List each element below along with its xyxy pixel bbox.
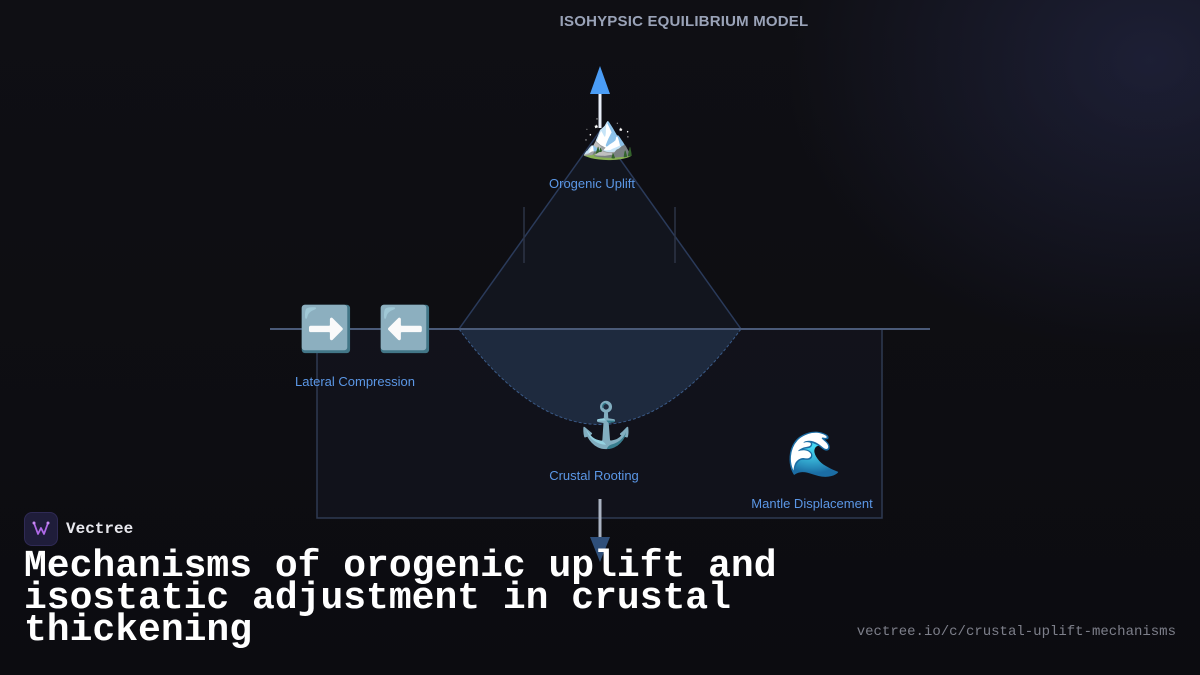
brand[interactable]: Vectree [24, 512, 133, 546]
compression-label: Lateral Compression [295, 374, 415, 389]
uplift-arrow-head [590, 66, 610, 94]
wave-icon: 🌊 [786, 430, 842, 479]
page-title: Mechanisms of orogenic uplift and isosta… [24, 545, 777, 652]
mantle-label: Mantle Displacement [751, 496, 873, 511]
page-url[interactable]: vectree.io/c/crustal-uplift-mechanisms [856, 624, 1176, 640]
brand-name: Vectree [66, 520, 134, 538]
uplift-label: Orogenic Uplift [549, 176, 635, 191]
anchor-icon: ⚓ [578, 401, 634, 450]
vectree-logo-icon [24, 512, 58, 546]
down-arrow-head [590, 537, 610, 562]
diagram-title: ISOHYPSIC EQUILIBRIUM MODEL [559, 13, 809, 30]
crustal-root [458, 328, 742, 425]
rooting-label: Crustal Rooting [549, 468, 639, 483]
mountain-icon: 🏔️ [580, 112, 636, 161]
arrow-right-icon: ➡️ [298, 305, 354, 354]
arrow-left-icon: ⬅️ [377, 305, 433, 354]
